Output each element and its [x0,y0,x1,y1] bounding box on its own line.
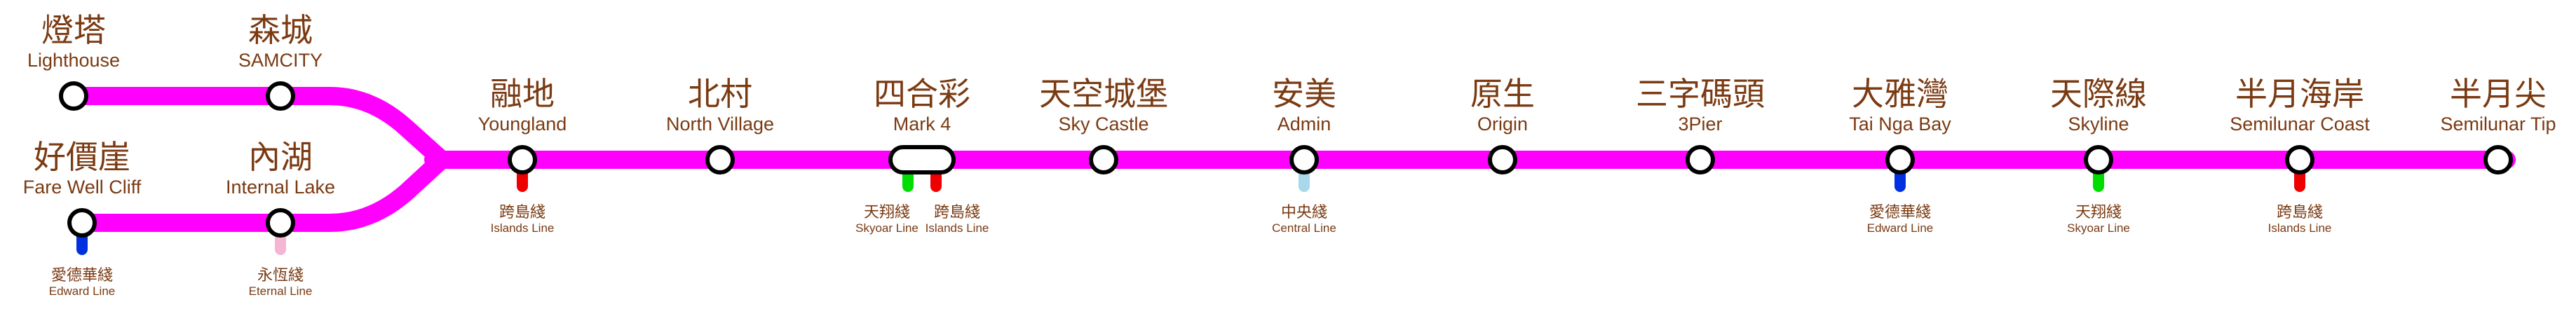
connection-name-zh: 跨島綫 [934,204,980,221]
station-name-en: Tai Nga Bay [1849,114,1951,135]
station-name-zh: 融地 [490,75,555,113]
station-name-en: North Village [666,114,774,135]
connection-name-en: Eternal Line [249,284,313,298]
connection-name-zh: 天翔綫 [864,204,910,221]
station-name-zh: 半月尖 [2450,75,2547,113]
connection-name-en: Edward Line [1867,221,1934,235]
connection-name-zh: 愛德華綫 [51,267,113,284]
station-name-en: Origin [1477,114,1528,135]
connection-name-en: Islands Line [491,221,555,235]
station-marker[interactable] [59,81,88,111]
station-name-zh: 三字碼頭 [1636,75,1765,113]
station-name-zh: 天際線 [2050,75,2147,113]
station-marker[interactable] [1488,145,1517,174]
station-marker[interactable] [705,145,735,174]
connection-name-en: Central Line [1272,221,1336,235]
station-marker[interactable] [266,208,295,238]
connection-name-zh: 中央綫 [1281,204,1327,221]
connection-name-en: Islands Line [2268,221,2332,235]
connection-name-zh: 跨島綫 [499,204,545,221]
station-name-zh: 好價崖 [34,138,130,176]
connection-name-en: Islands Line [926,221,989,235]
station-name-en: Semilunar Coast [2230,114,2370,135]
station-name-en: SAMCITY [238,50,323,71]
station-name-zh: 北村 [688,75,752,113]
station-name-zh: 森城 [248,11,313,49]
station-name-zh: 燈塔 [41,11,106,49]
connection-name-en: Edward Line [49,284,116,298]
station-name-zh: 安美 [1272,75,1336,113]
station-name-en: Semilunar Tip [2440,114,2556,135]
station-marker[interactable] [2285,145,2314,174]
connection-name-en: Skyoar Line [2067,221,2130,235]
connection-name-zh: 永恆綫 [257,267,304,284]
connection-name-zh: 跨島綫 [2277,204,2323,221]
station-name-en: Sky Castle [1058,114,1148,135]
station-marker[interactable] [2084,145,2113,174]
station-name-en: Mark 4 [893,114,951,135]
station-name-en: Fare Well Cliff [23,177,142,198]
interchange-marker[interactable] [888,145,956,174]
station-name-zh: 大雅灣 [1852,75,1948,113]
station-name-en: Admin [1277,114,1331,135]
line-track [74,87,2516,232]
station-name-zh: 原生 [1470,75,1535,113]
station-marker[interactable] [1885,145,1915,174]
track-upper-branch [74,87,448,167]
station-marker[interactable] [1686,145,1715,174]
station-marker[interactable] [2483,145,2513,174]
track-lower-branch [74,153,448,232]
station-marker[interactable] [508,145,537,174]
station-name-zh: 半月海岸 [2235,75,2364,113]
station-name-zh: 天空城堡 [1039,75,1168,113]
station-name-en: Skyline [2068,114,2129,135]
connection-name-en: Skyoar Line [855,221,918,235]
connection-name-zh: 天翔綫 [2075,204,2122,221]
connection-name-zh: 愛德華綫 [1869,204,1931,221]
station-name-en: Internal Lake [226,177,335,198]
station-marker[interactable] [1289,145,1319,174]
station-marker[interactable] [1089,145,1118,174]
station-marker[interactable] [67,208,97,238]
station-name-en: 3Pier [1678,114,1722,135]
station-name-en: Youngland [478,114,567,135]
station-name-zh: 四合彩 [874,75,970,113]
station-name-en: Lighthouse [27,50,120,71]
station-name-zh: 內湖 [248,138,313,176]
station-marker[interactable] [266,81,295,111]
